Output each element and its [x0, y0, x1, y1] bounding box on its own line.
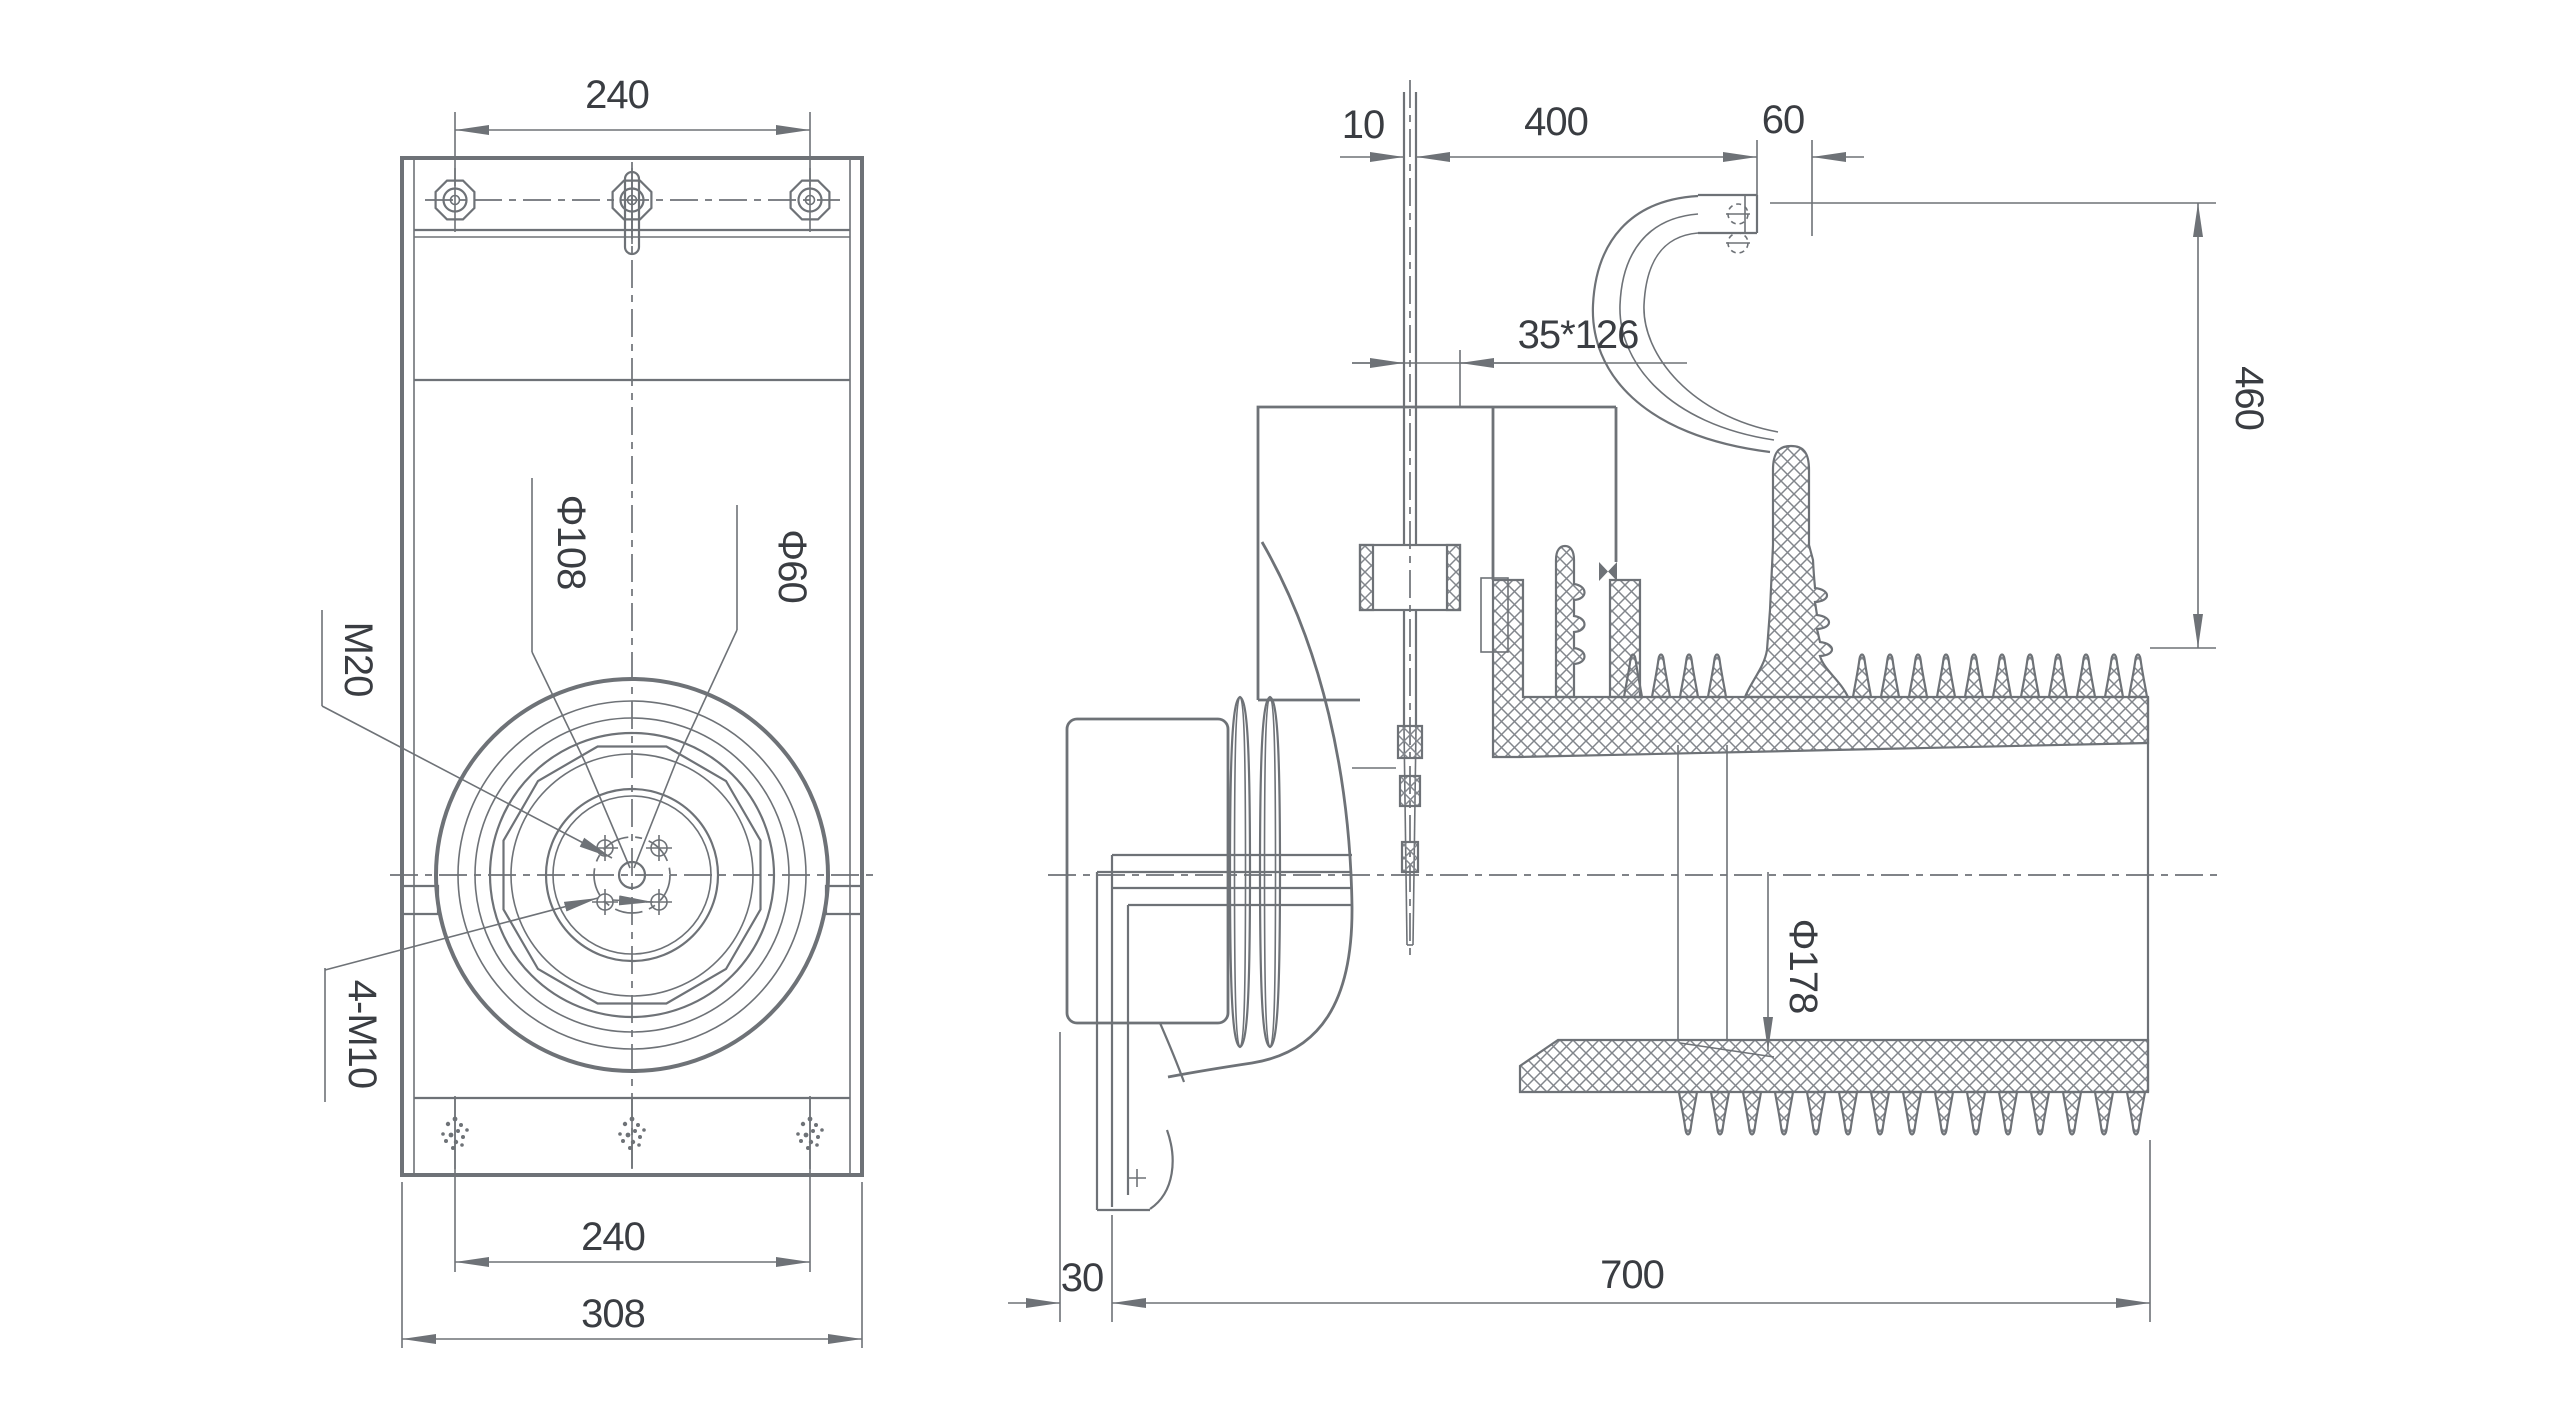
dim-busbar-section: 35*126 [1518, 313, 1639, 357]
dim-overall-width: 308 [581, 1292, 645, 1336]
mounting-bracket [1095, 853, 1352, 1212]
terminal-arm [1591, 193, 1779, 454]
dim-top-bolt-spacing: 240 [585, 73, 649, 117]
lower-sheds [1677, 1090, 2147, 1136]
vertical-busbar [1352, 92, 1424, 946]
upper-sheds [1622, 653, 2149, 699]
front-view-dimensions: 240 240 308 Φ108 Φ60 M20 4-M10 [321, 73, 863, 1348]
label-bolt-holes: 4-M10 [340, 980, 384, 1088]
dim-busbar-thickness: 10 [1342, 103, 1385, 147]
left-tab [402, 884, 440, 916]
dim-bore-diameter: Φ178 [1781, 919, 1825, 1014]
front-view [390, 156, 874, 1177]
insulator-rings [434, 677, 830, 1073]
dim-pad-length: 60 [1762, 98, 1805, 142]
housing-box [1256, 405, 1618, 702]
tube-bore [1677, 697, 2150, 1092]
side-view [1048, 80, 2217, 1212]
label-center-thread: M20 [336, 622, 380, 697]
label-outer-circle: Φ108 [549, 495, 593, 590]
dim-bracket-offset: 30 [1061, 1256, 1104, 1300]
label-inner-circle: Φ60 [770, 529, 814, 602]
epoxy-body [1480, 444, 2150, 1094]
right-tab [824, 884, 862, 916]
bottom-hidden-holes [440, 1096, 825, 1170]
dim-total-length: 700 [1600, 1253, 1664, 1297]
dim-bottom-bolt-spacing: 240 [581, 1215, 645, 1259]
front-view-outline [400, 156, 864, 1177]
dim-upper-length: 400 [1524, 100, 1588, 144]
conductor-collar [1358, 543, 1462, 612]
side-view-dimensions: 10 400 60 35*126 460 Φ178 30 700 [1008, 98, 2271, 1322]
dim-height: 460 [2227, 366, 2271, 430]
porcelain-bell [1149, 541, 1354, 1210]
